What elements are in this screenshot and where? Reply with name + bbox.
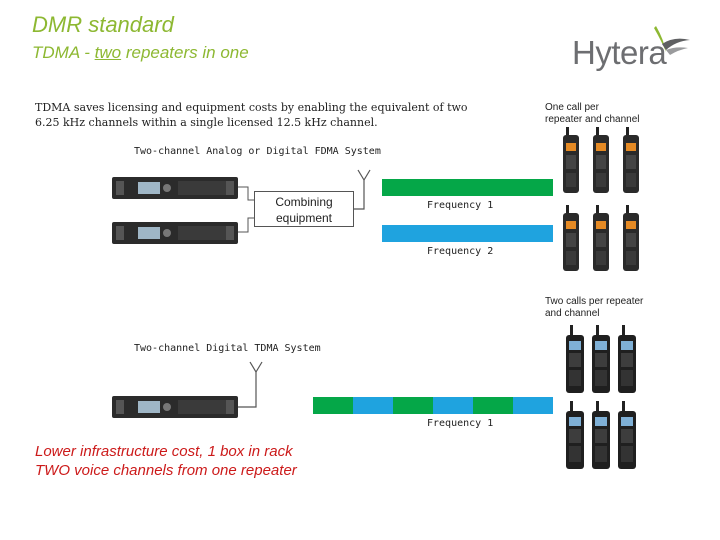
repeater-icon [112, 177, 238, 199]
tdma-system-label: Two-channel Digital TDMA System [134, 343, 321, 354]
combining-equipment-box: Combining equipment [254, 191, 354, 227]
tdma-slot [313, 397, 353, 414]
repeater-icon [112, 396, 238, 418]
fdma-frequency-1-label: Frequency 1 [427, 200, 494, 211]
description-text: TDMA saves licensing and equipment costs… [35, 101, 468, 129]
radio-handsets-icon [563, 127, 639, 271]
tdma-call-note: Two calls per repeater and channel [545, 296, 644, 319]
repeater-icon [112, 222, 238, 244]
tdma-radio-group [564, 325, 640, 476]
tdma-slot [513, 397, 553, 414]
bottom-note: Lower infrastructure cost, 1 box in rack… [35, 443, 297, 479]
tdma-slot [433, 397, 473, 414]
fdma-frequency-2-label: Frequency 2 [427, 246, 494, 257]
tdma-slot [353, 397, 393, 414]
radio-handsets-icon [566, 325, 636, 469]
fdma-frequency-1-bar [382, 179, 553, 196]
slide-subtitle: TDMA - two repeaters in one [32, 43, 249, 62]
tdma-slot [473, 397, 513, 414]
slide-title: DMR standard [32, 12, 174, 37]
tdma-slot [393, 397, 433, 414]
tdma-frequency-1-label: Frequency 1 [427, 418, 494, 429]
tdma-frequency-1-bar [313, 397, 553, 414]
fdma-repeater-1 [112, 174, 238, 205]
hytera-logo: Hytera [572, 20, 692, 71]
tdma-repeater [112, 393, 238, 424]
fdma-radio-group [560, 127, 642, 280]
hytera-wing-logo-icon [654, 26, 690, 55]
fdma-frequency-2-bar [382, 225, 553, 242]
fdma-call-note: One call per repeater and channel [545, 102, 640, 125]
fdma-repeater-2 [112, 219, 238, 250]
fdma-system-label: Two-channel Analog or Digital FDMA Syste… [134, 146, 381, 157]
